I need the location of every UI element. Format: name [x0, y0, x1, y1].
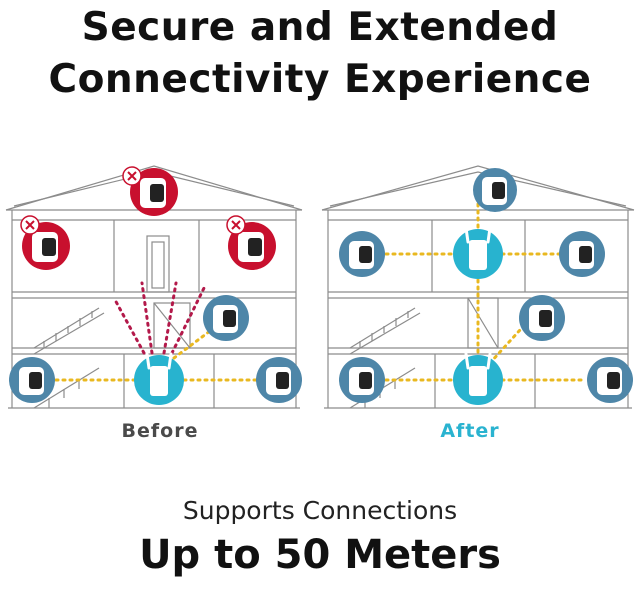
headline-line-1: Secure and Extended: [81, 5, 559, 50]
before-label: Before: [121, 420, 199, 442]
camera-connected-upper-left: [339, 231, 385, 277]
footer-subtitle: Supports Connections: [182, 496, 458, 525]
camera-connected-upper-right: [559, 231, 605, 277]
camera-connected-bottom-right: [587, 357, 633, 403]
house-outline: [5, 165, 303, 409]
signal-lines: [47, 281, 261, 382]
camera-connected-roof: [473, 168, 517, 212]
footer-headline: Up to 50 Meters: [139, 532, 501, 578]
headline: Secure and Extended Connectivity Experie…: [0, 2, 640, 106]
camera-blocked-left: [20, 215, 70, 270]
camera-connected-mid: [203, 295, 249, 341]
headline-line-2: Connectivity Experience: [48, 57, 592, 102]
before-house-illustration: [5, 165, 303, 409]
camera-connected-bottom-left: [339, 357, 385, 403]
wifi-extender-upper: [453, 226, 503, 279]
after-label: After: [440, 420, 500, 442]
wifi-extender-lower: [453, 352, 503, 405]
camera-blocked-roof: [122, 166, 178, 216]
camera-connected-mid: [519, 295, 565, 341]
wifi-extender-before: [134, 352, 184, 405]
camera-connected-bottom-right: [256, 357, 302, 403]
camera-blocked-right: [226, 215, 276, 270]
after-house-illustration: [321, 165, 635, 409]
camera-connected-bottom-left: [9, 357, 55, 403]
